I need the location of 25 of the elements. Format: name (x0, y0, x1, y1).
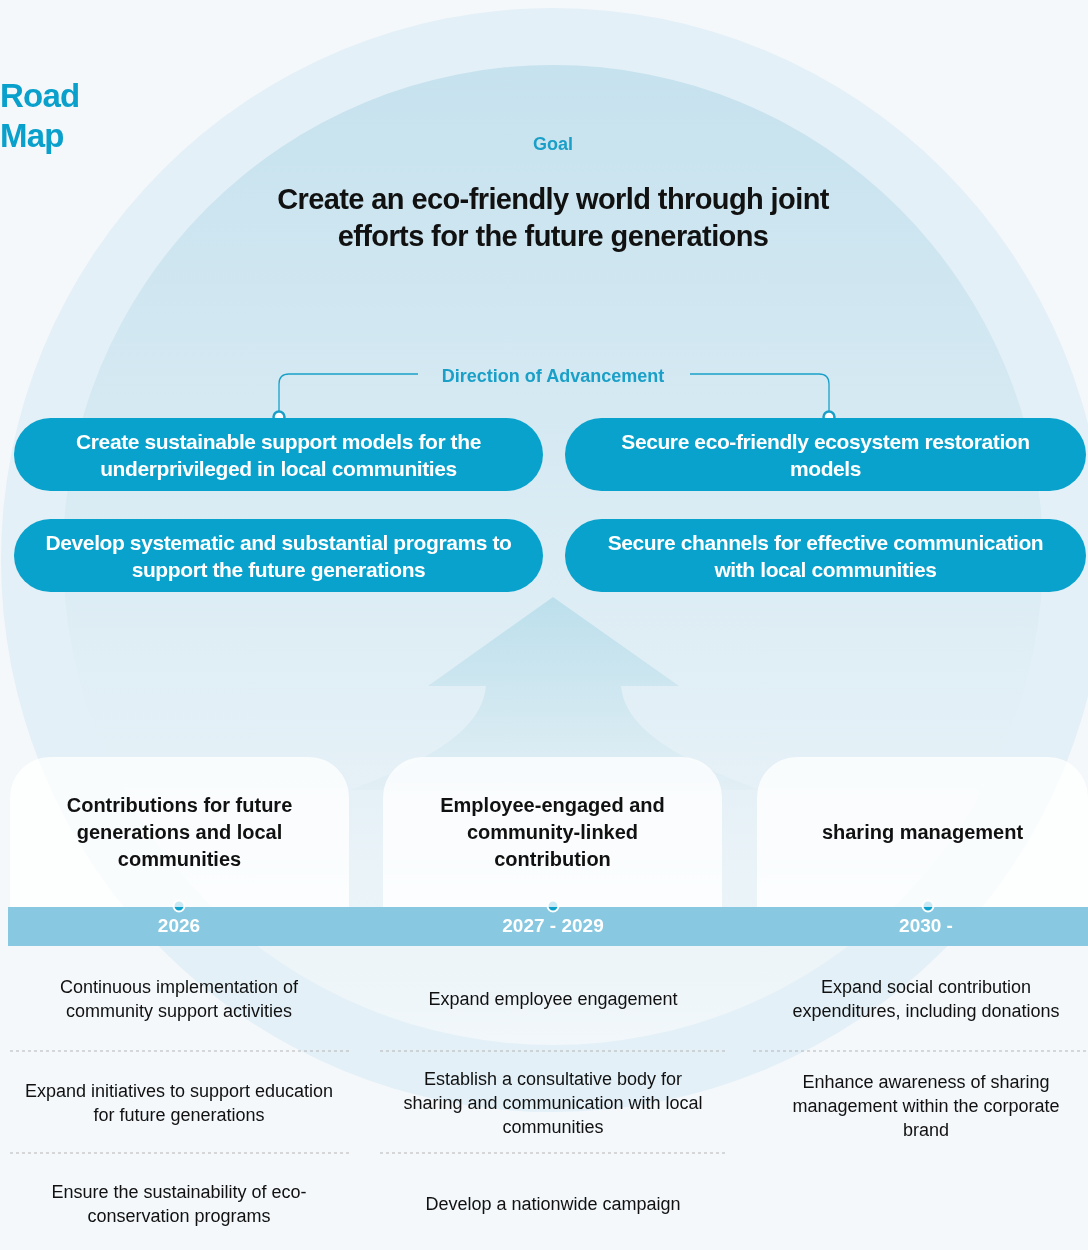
direction-pill: Secure channels for effective communication with local communities (565, 519, 1086, 592)
section-label: Direction of Advancement (440, 365, 666, 388)
goal-heading: Goal (533, 134, 573, 155)
direction-pill: Create sustainable support models for the underprivileged in local communities (14, 418, 543, 491)
phase-title: Employee-engaged and community-linked contribution (439, 792, 666, 872)
action-item: Ensure the sustainability of eco-conservation programs (50, 1181, 308, 1228)
action-item: Enhance awareness of sharing management within the corporate brand (791, 1071, 1061, 1142)
action-item: Expand employee engagement (427, 988, 679, 1011)
phase-title: sharing management (820, 819, 1025, 845)
goal-statement: Create an eco-friendly world through joint efforts for the future generations (276, 182, 830, 254)
action-item: Expand initiatives to support education for future generations (23, 1080, 335, 1127)
year-label: 2030 - (898, 914, 954, 938)
direction-pill: Develop systematic and substantial programs to support the future generations (14, 519, 543, 592)
action-item: Establish a consultative body for sharing and communication with local communities (402, 1068, 704, 1139)
action-item: Continuous implementation of community support activities (58, 976, 300, 1023)
phase-title: Contributions for future generations and local communities (65, 792, 294, 872)
phase-card (757, 757, 1088, 907)
phase-card (383, 757, 722, 907)
year-label: 2026 (156, 914, 202, 938)
direction-pill: Secure eco-friendly ecosystem restoration models (565, 418, 1086, 491)
action-item: Expand social contribution expenditures, including donations (791, 976, 1061, 1023)
phase-card (10, 757, 349, 907)
section-title: Road Map (0, 76, 81, 156)
action-item: Develop a nationwide campaign (424, 1193, 682, 1216)
year-label: 2027 - 2029 (501, 914, 605, 938)
